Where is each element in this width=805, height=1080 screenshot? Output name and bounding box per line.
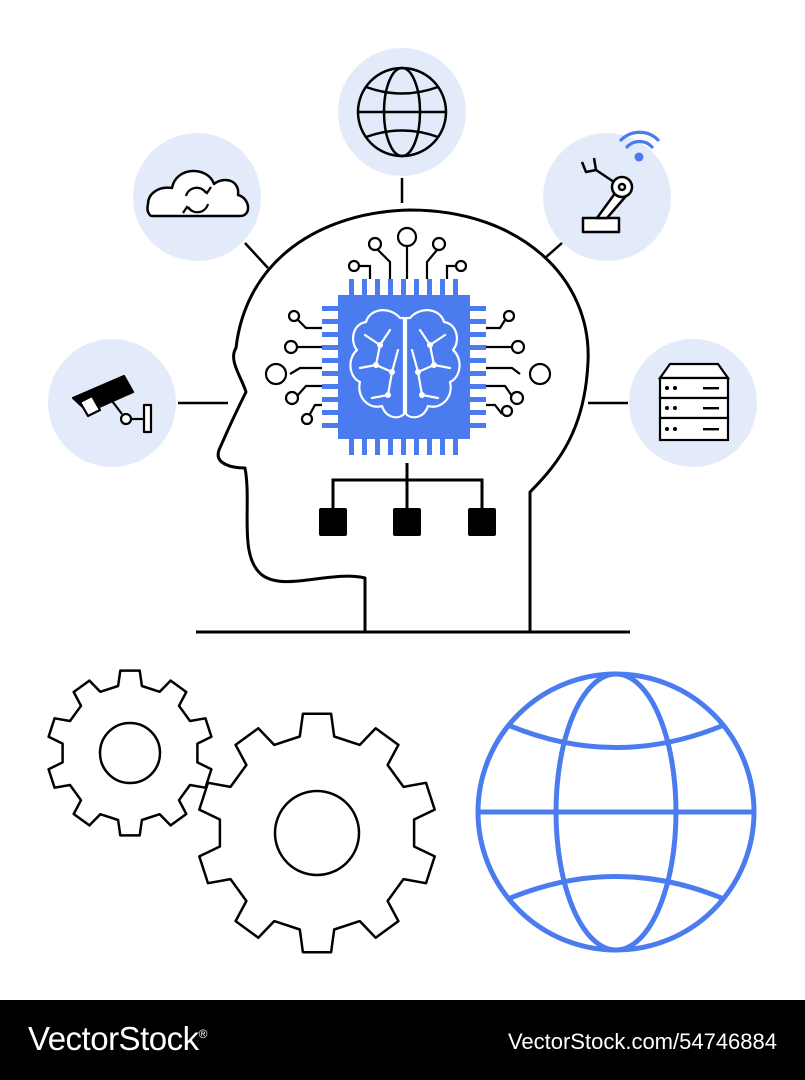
server-rack-icon (657, 362, 731, 442)
globe-icon (356, 66, 448, 158)
network-node (319, 508, 347, 536)
chip-pins (322, 279, 486, 455)
globe-badge (338, 48, 466, 176)
head-outline (216, 208, 590, 632)
circuit-traces (264, 226, 552, 426)
gear-icon-large (198, 712, 436, 954)
gears (47, 669, 436, 954)
security-camera-icon (71, 374, 153, 434)
network-node (468, 508, 496, 536)
gear-icon-small (47, 669, 213, 837)
stock-id: VectorStock.com/54746884 (507, 1029, 777, 1054)
robot-badge (543, 130, 671, 261)
brain-nodes (373, 342, 437, 398)
brand-name: VectorStock (28, 1020, 199, 1057)
cloud-sync-icon (146, 169, 250, 218)
illustration (47, 48, 757, 954)
wifi-icon (619, 130, 660, 162)
server-badge (629, 339, 757, 467)
cloud-badge (133, 133, 261, 261)
gear-icon-small-hole (98, 721, 162, 785)
sync-arrows-icon (182, 186, 212, 214)
connector-lines (178, 178, 628, 405)
server-indicators (665, 386, 719, 431)
globe-large-icon (475, 671, 757, 953)
network-node (393, 508, 421, 536)
gear-icon-large-hole (273, 789, 361, 877)
ai-chip-icon (322, 279, 486, 455)
robotic-arm-icon (580, 157, 634, 234)
camera-badge (48, 339, 176, 467)
brand-logo[interactable]: VectorStock® (28, 1020, 207, 1058)
network-hierarchy (319, 463, 496, 536)
footer-bar: VectorStock® VectorStock.com/54746884 (0, 1000, 805, 1080)
registered-mark: ® (198, 1027, 208, 1041)
